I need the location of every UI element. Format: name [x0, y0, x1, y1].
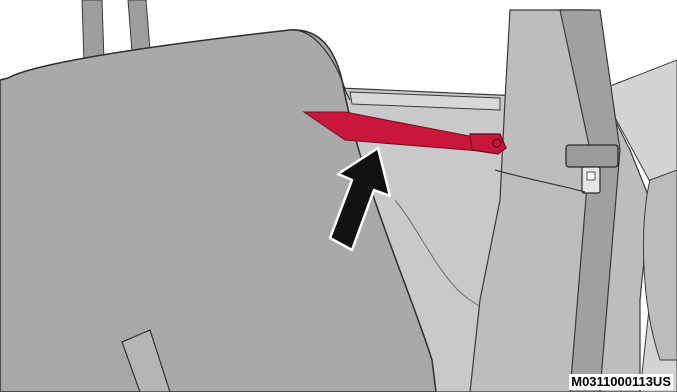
figure-code: M0311000113US — [569, 374, 673, 390]
headrest-post-left — [82, 0, 104, 62]
headrest-post-right — [128, 0, 150, 52]
